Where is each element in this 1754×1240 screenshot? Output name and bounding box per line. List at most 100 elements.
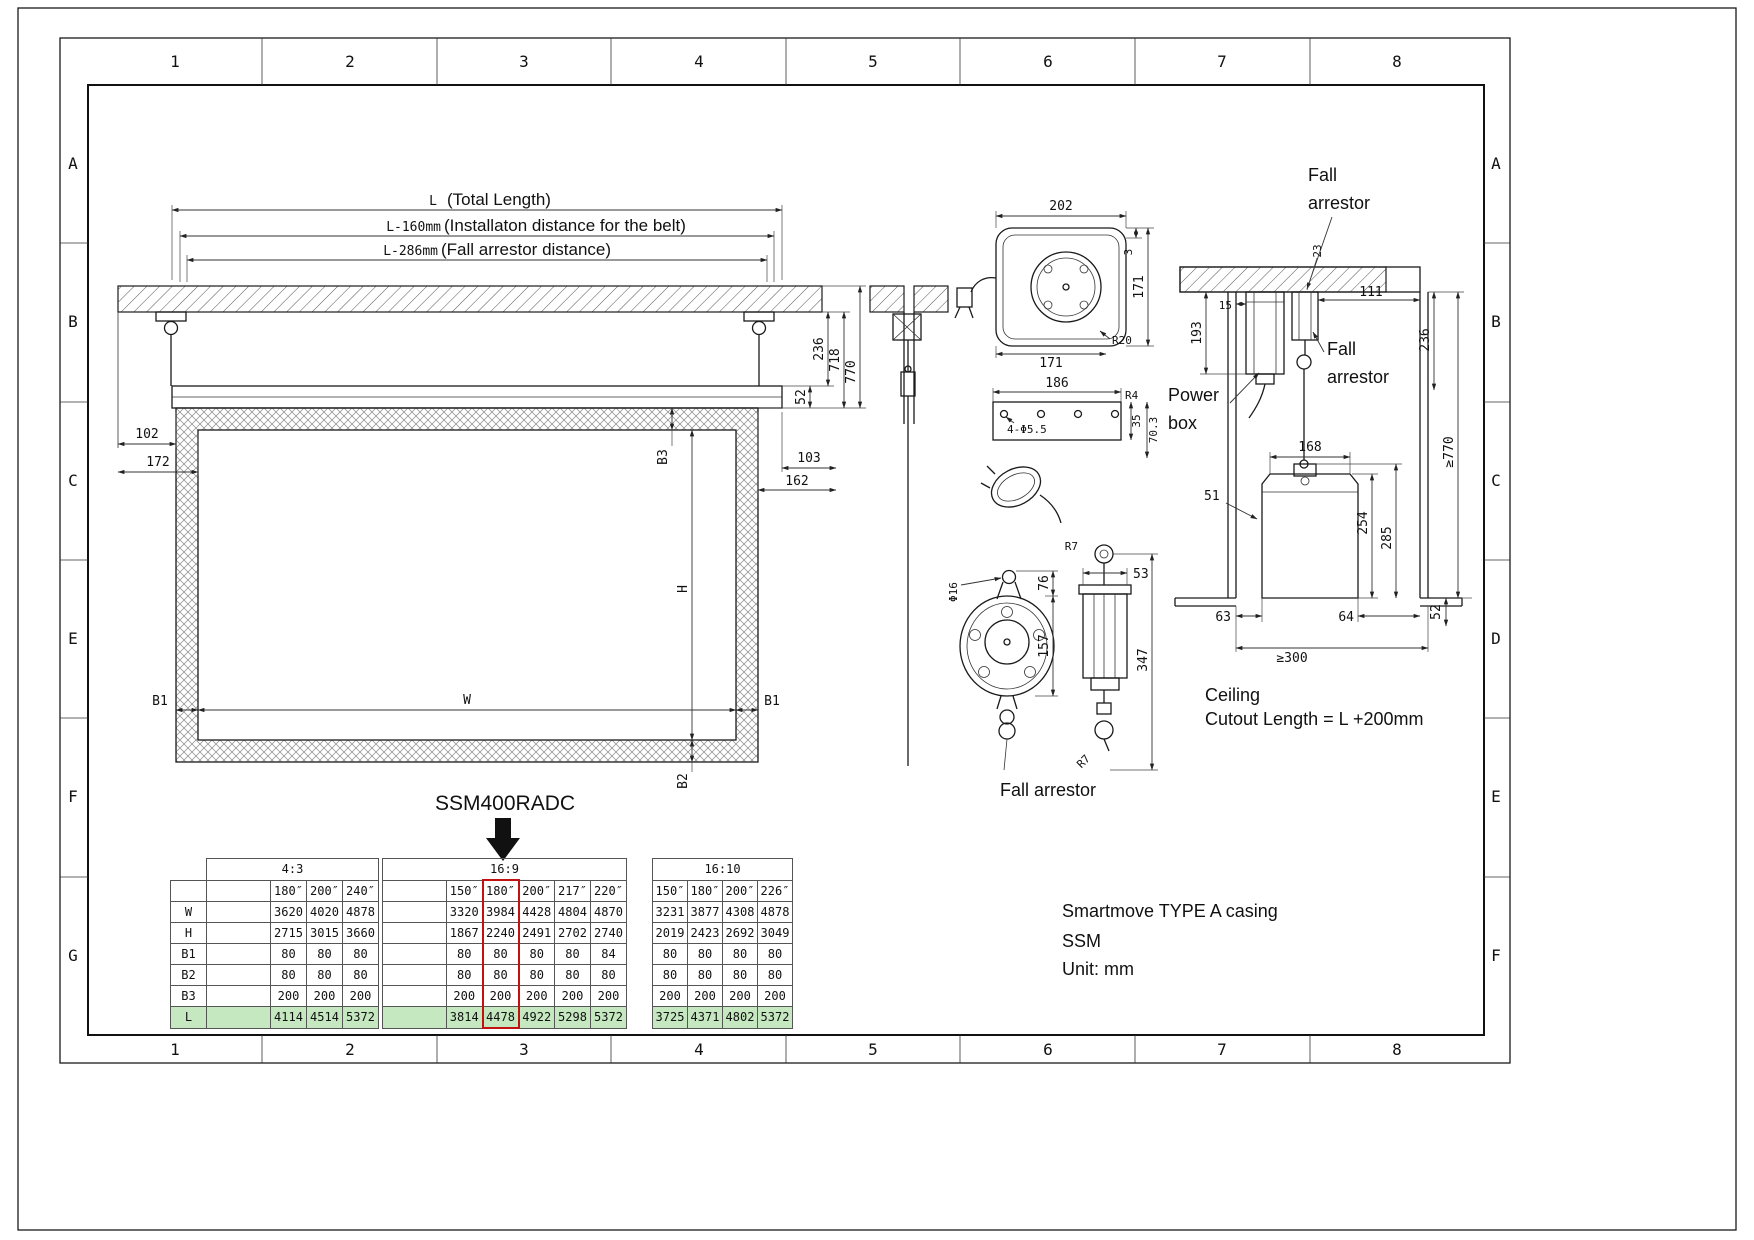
fall-arrestor-label-mid-2: arrestor <box>1327 367 1389 387</box>
power-box-outline <box>995 227 1127 347</box>
side-section-view <box>869 285 949 766</box>
dim-193: 193 <box>1190 321 1205 344</box>
table-row-B3: B3 200 200 200 200 200 200 200 200 200 2… <box>170 985 793 1007</box>
fall-arrestor-label-mid-1: Fall <box>1327 339 1356 359</box>
spec-value: 4878 <box>342 901 379 923</box>
model-name: SSM400RADC <box>435 792 575 815</box>
zone-label: 7 <box>1217 52 1227 71</box>
size-header: 200″ <box>518 879 555 902</box>
spec-value: 200 <box>518 985 555 1007</box>
dim-300: ≥300 <box>1276 651 1307 666</box>
zone-label: 6 <box>1043 52 1053 71</box>
dim-52: 52 <box>794 389 809 405</box>
spec-value: 80 <box>590 964 627 986</box>
spec-value: 5372 <box>757 1006 793 1029</box>
zone-label: D <box>1491 629 1501 648</box>
zone-label: 7 <box>1217 1040 1227 1059</box>
spec-value-highlighted: 2240 <box>481 922 520 944</box>
left-bracket <box>155 311 187 322</box>
spacer <box>378 964 383 986</box>
dim-3: 3 <box>1122 249 1135 256</box>
lead-cell <box>382 901 447 923</box>
spec-value: 4308 <box>722 901 758 923</box>
spec-value: 4371 <box>687 1006 723 1029</box>
zone-label: A <box>68 154 78 173</box>
lead-cell <box>206 943 271 965</box>
dim-total-length: L <box>429 194 437 209</box>
drawing-notes: Smartmove TYPE A casing SSM Unit: mm <box>1062 901 1278 979</box>
spec-value: 2491 <box>518 922 555 944</box>
spec-value: 80 <box>342 943 379 965</box>
spec-value: 200 <box>652 985 688 1007</box>
spec-value: 200 <box>306 985 343 1007</box>
dim-53: 53 <box>1133 567 1149 582</box>
bottom-hook <box>998 722 1016 740</box>
spec-value: 3015 <box>306 922 343 944</box>
zone-label: 4 <box>694 52 704 71</box>
spec-value: 200 <box>270 985 307 1007</box>
row-label: B1 <box>170 943 207 965</box>
install-power-box <box>1245 291 1285 375</box>
spec-value: 200 <box>590 985 627 1007</box>
zone-label: 5 <box>868 1040 878 1059</box>
zone-label: C <box>68 471 78 490</box>
dim-102: 102 <box>135 427 158 442</box>
ratio-row: 4:3 16:9 16:10 <box>170 858 793 881</box>
top-shackle <box>1094 544 1114 564</box>
dim-23: 23 <box>1311 244 1324 257</box>
bottom-hook <box>1094 720 1114 740</box>
spec-value: 80 <box>518 943 555 965</box>
ratio-header-16-9: 16:9 <box>382 858 627 881</box>
dim-171-right: 171 <box>1132 275 1147 298</box>
spec-value: 4514 <box>306 1006 343 1029</box>
spec-value: 3049 <box>757 922 793 944</box>
zone-label: 4 <box>694 1040 704 1059</box>
lead-cell <box>206 922 271 944</box>
zone-label: 1 <box>170 1040 180 1059</box>
dim-718: 718 <box>828 348 843 371</box>
row-label: H <box>170 922 207 944</box>
row-label: B2 <box>170 964 207 986</box>
spec-value: 200 <box>722 985 758 1007</box>
lead-cell <box>382 1006 447 1029</box>
dim-R7-bottom: R7 <box>1074 752 1093 771</box>
ceiling-slab <box>117 285 823 313</box>
spec-value: 5372 <box>342 1006 379 1029</box>
size-spec-table: 4:3 16:9 16:10 180″ 200″ 240″ 150″ 180″ … <box>170 858 793 1029</box>
table-row-H: H 2715 3015 3660 1867 2240 2491 2702 274… <box>170 922 793 944</box>
dim-35: 35 <box>1130 414 1143 427</box>
dim-belt: L-160mm <box>386 220 441 235</box>
spec-value: 2702 <box>554 922 591 944</box>
corner-cell <box>170 879 207 902</box>
spec-value: 3620 <box>270 901 307 923</box>
dim-51: 51 <box>1204 489 1220 504</box>
dim-770: 770 <box>844 360 859 383</box>
dim-76: 76 <box>1037 575 1052 591</box>
size-header: 180″ <box>687 879 723 902</box>
spec-value: 2692 <box>722 922 758 944</box>
spec-value: 4428 <box>518 901 555 923</box>
spec-value: 80 <box>270 943 307 965</box>
model-callout: SSM400RADC <box>435 792 575 861</box>
spacer <box>626 901 653 923</box>
mounting-plate-detail: 4-Φ5.5 186 R4 35 70.3 <box>980 376 1160 524</box>
zone-label: G <box>68 946 78 965</box>
size-header: 240″ <box>342 879 379 902</box>
ratio-header-16-10: 16:10 <box>652 858 793 881</box>
fall-arrestor-label-top-1: Fall <box>1308 165 1337 185</box>
size-header-highlighted: 180″ <box>481 879 520 902</box>
dim-total-length-label: (Total Length) <box>447 190 551 209</box>
lead-cell <box>206 901 271 923</box>
zone-label: E <box>68 629 78 648</box>
dim-R20: R20 <box>1112 334 1132 347</box>
spec-value: 80 <box>757 943 793 965</box>
spec-value: 80 <box>446 943 483 965</box>
zone-label: 3 <box>519 52 529 71</box>
spec-value: 2423 <box>687 922 723 944</box>
lead-cell <box>206 1006 271 1029</box>
dim-belt-label: (Installaton distance for the belt) <box>444 216 686 235</box>
dim-111: 111 <box>1359 285 1382 300</box>
zone-label: A <box>1491 154 1501 173</box>
